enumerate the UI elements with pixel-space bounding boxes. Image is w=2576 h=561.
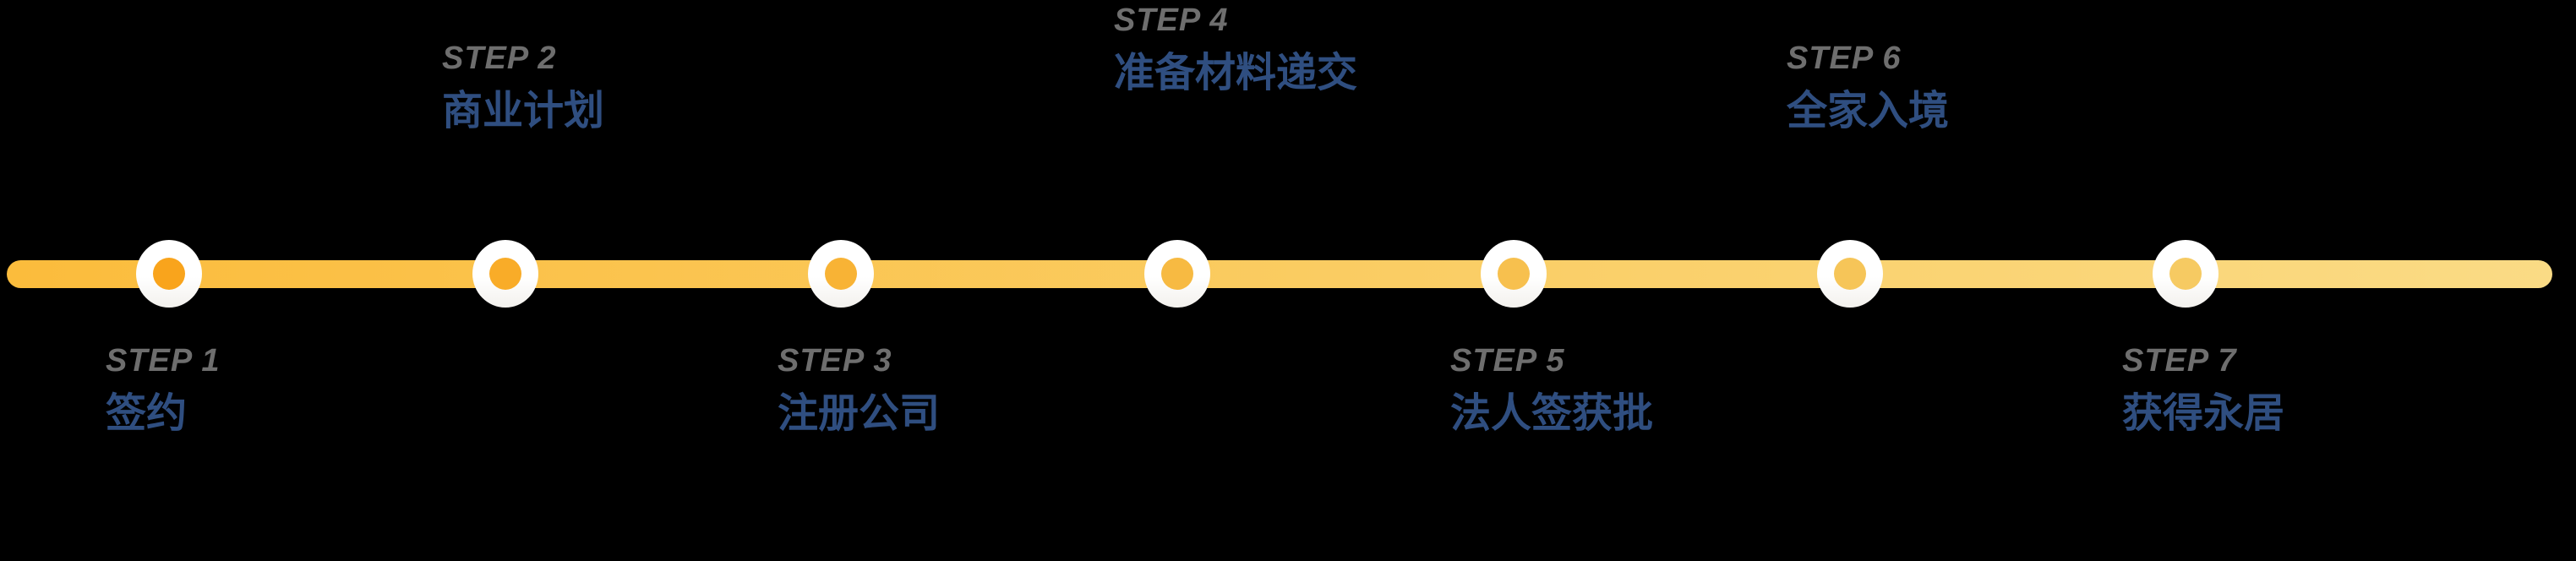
step-title: 获得永居 <box>2122 391 2285 436</box>
step-label-block: STEP 3 注册公司 <box>778 343 941 436</box>
step-dot-icon <box>2169 258 2202 290</box>
step-title: 全家入境 <box>1787 89 1950 133</box>
step-label-block: STEP 5 法人签获批 <box>1450 343 1654 436</box>
step-dot-icon <box>153 258 185 290</box>
step-number: STEP 3 <box>778 343 892 379</box>
step-number: STEP 2 <box>442 41 557 76</box>
step-label-block: STEP 7 获得永居 <box>2122 343 2285 436</box>
step-dot-icon <box>489 258 521 290</box>
timeline-bar <box>7 260 2552 288</box>
step-marker <box>1144 240 1210 308</box>
step-title: 法人签获批 <box>1450 391 1654 436</box>
step-marker <box>2153 240 2219 308</box>
step-number: STEP 1 <box>106 343 221 379</box>
step-title: 注册公司 <box>778 391 941 436</box>
step-dot-icon <box>1498 258 1530 290</box>
step-title: 签约 <box>106 391 188 436</box>
step-number: STEP 5 <box>1450 343 1565 379</box>
step-title: 商业计划 <box>442 89 605 133</box>
step-dot-icon <box>825 258 857 290</box>
step-number: STEP 6 <box>1787 41 1902 76</box>
step-number: STEP 7 <box>2122 343 2237 379</box>
step-marker <box>136 240 202 308</box>
step-marker <box>808 240 874 308</box>
step-label-block: STEP 2 商业计划 <box>442 41 605 133</box>
step-label-block: STEP 6 全家入境 <box>1787 41 1950 133</box>
step-number: STEP 4 <box>1114 3 1229 38</box>
step-dot-icon <box>1161 258 1193 290</box>
step-title: 准备材料递交 <box>1114 51 1358 95</box>
step-dot-icon <box>1834 258 1866 290</box>
step-label-block: STEP 1 签约 <box>106 343 221 436</box>
step-marker <box>472 240 538 308</box>
step-marker <box>1481 240 1547 308</box>
step-label-block: STEP 4 准备材料递交 <box>1114 3 1358 95</box>
step-marker <box>1817 240 1883 308</box>
